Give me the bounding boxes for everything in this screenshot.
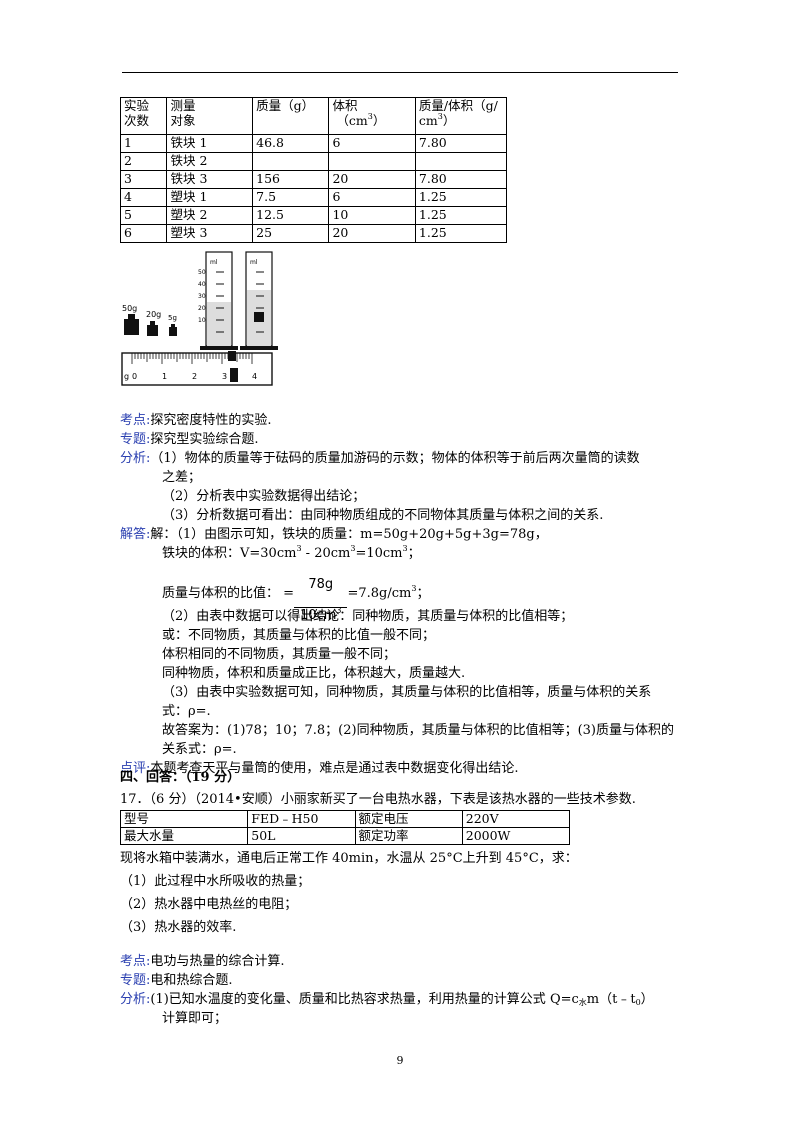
fenxi-text: (1)已知水温度的变化量、质量和比热容求热量，利用热量的计算公式 Q=c <box>150 992 579 1007</box>
header-cell: 质量（g） <box>252 97 330 135</box>
weight-label: 5g <box>168 314 177 322</box>
zhuanti-text: 探究型实验综合题. <box>150 432 259 447</box>
zhuanti-label: 专题: <box>120 432 151 447</box>
fenxi-text: （1）物体的质量等于砝码的质量加游码的示数；物体的体积等于前后两次量筒的读数 <box>150 451 640 466</box>
ruler-label: g <box>124 372 129 381</box>
jieda-text: 体积相同的不同物质，其质量一般不同； <box>162 647 397 662</box>
kaodian-label: 考点: <box>120 413 151 428</box>
jieda-text: 式：ρ=. <box>162 704 211 719</box>
header-rule <box>122 72 678 73</box>
graduated-cylinder-icon: ml 50 40 30 20 10 <box>198 251 238 350</box>
zhuanti-text: 电和热综合题. <box>150 973 233 988</box>
kaodian-label: 考点: <box>120 954 151 969</box>
weight-50g-icon <box>124 314 139 335</box>
dianping-label: 点评: <box>120 761 151 776</box>
analysis-block-1: 考点:探究密度特性的实验. 专题:探究型实验综合题. 分析:（1）物体的质量等于… <box>120 411 674 778</box>
answer-text: 故答案为：(1)78；10；7.8；(2)同种物质，其质量与体积的比值相等；(3… <box>162 723 675 738</box>
tick-label: 40 <box>198 281 206 288</box>
tick-label: 30 <box>198 293 206 300</box>
tick-label: 50 <box>198 269 206 276</box>
jieda-text: （2）由表中数据可以得出结论：同种物质，其质量与体积的比值相等； <box>162 609 574 624</box>
sub-question: （1）此过程中水所吸收的热量； <box>120 874 311 889</box>
fenxi-text: （2）分析表中实验数据得出结论； <box>162 489 366 504</box>
weight-label: 50g <box>122 304 137 313</box>
header-cell: 实验次数 <box>119 97 168 135</box>
ruler-label: 1 <box>162 372 167 381</box>
ruler-label: 0 <box>132 372 137 381</box>
weight-label: 20g <box>146 310 161 319</box>
cylinder-unit: ml <box>210 259 218 266</box>
experiment-figure: 50g 20g 5g ml 50 40 30 20 10 ml <box>121 251 278 386</box>
jieda-text: （3）由表中实验数据可知，同种物质，其质量与体积的比值相等，质量与体积的关系 <box>162 685 652 700</box>
fenxi-text: 之差； <box>162 470 202 485</box>
graduated-cylinder-icon: ml <box>240 251 278 350</box>
weight-5g-icon <box>169 324 177 336</box>
fenxi-label: 分析: <box>120 451 151 466</box>
analysis-block-2: 考点:电功与热量的综合计算. 专题:电和热综合题. 分析:(1)已知水温度的变化… <box>120 954 654 1026</box>
page-number: 9 <box>396 1054 404 1067</box>
header-cell: 测量对象 <box>166 97 254 135</box>
weight-20g-icon <box>147 321 158 336</box>
tick-label: 20 <box>198 305 206 312</box>
jieda-text: 铁块的体积：V=30cm3 - 20cm3=10cm3； <box>162 544 421 562</box>
header-cell: 质量/体积（g/cm3） <box>414 97 508 135</box>
zhuanti-label: 专题: <box>120 973 151 988</box>
ruler-label: 4 <box>252 372 257 381</box>
jieda-text: 或：不同物质，其质量与体积的比值一般不同； <box>162 628 436 643</box>
kaodian-text: 电功与热量的综合计算. <box>150 954 285 969</box>
question-body: 现将水箱中装满水，通电后正常工作 40min，水温从 25°C上升到 45°C，… <box>120 849 578 937</box>
ruler-label: 2 <box>192 372 197 381</box>
kaodian-text: 探究密度特性的实验. <box>150 413 272 428</box>
sub-question: （2）热水器中电热丝的电阻； <box>120 897 298 912</box>
rider-icon <box>228 351 236 361</box>
fenxi-text: （3）分析数据可看出：由同种物质组成的不同物体其质量与体积之间的关系. <box>162 508 604 523</box>
section-heading: 四、回答：（19 分） <box>120 770 241 785</box>
question-17: 17．（6 分）（2014•安顺）小丽家新买了一台电热水器，下表是该热水器的一些… <box>120 792 636 807</box>
table-header-row: 实验次数 测量对象 质量（g） 体积 （cm3） 质量/体积（g/cm3） <box>119 97 508 135</box>
tick-label: 10 <box>198 317 206 324</box>
ruler-label: 3 <box>222 372 227 381</box>
jieda-text: 同种物质，体积和质量成正比，体积越大，质量越大. <box>162 666 466 681</box>
fenxi-label: 分析: <box>120 992 151 1007</box>
header-cell: 体积 （cm3） <box>328 97 416 135</box>
ruler-icon: g 0 1 2 3 4 <box>121 351 273 386</box>
question-stem: 现将水箱中装满水，通电后正常工作 40min，水温从 25°C上升到 45°C，… <box>120 851 578 866</box>
sub-question: （3）热水器的效率. <box>120 920 237 935</box>
jieda-label: 解答: <box>120 527 151 542</box>
cylinder-unit: ml <box>250 259 258 266</box>
fenxi-text: 计算即可； <box>162 1011 228 1026</box>
dianping-text: 本题考查天平与量筒的使用，难点是通过表中数据变化得出结论. <box>150 761 519 776</box>
answer-text: 关系式：ρ=. <box>162 742 237 757</box>
jieda-text: 解：（1）由图示可知，铁块的质量：m=50g+20g+5g+3g=78g， <box>150 527 548 542</box>
